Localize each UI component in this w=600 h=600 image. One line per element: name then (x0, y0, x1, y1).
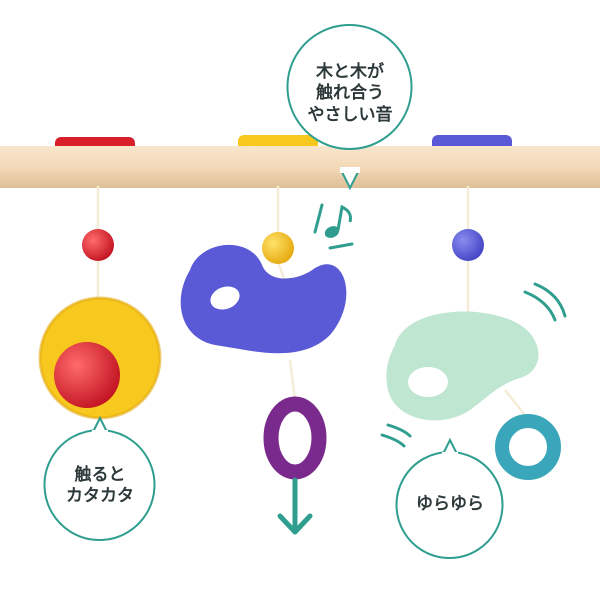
left-callout-text: 触ると カタカタ (66, 465, 134, 507)
right-callout-text: ゆらゆら (416, 494, 484, 514)
left-red-bead (82, 229, 114, 261)
right-string (466, 186, 526, 416)
left-callout-bubble (43, 429, 156, 541)
center-yellow-bead (262, 232, 294, 264)
top-callout-bubble (286, 24, 413, 150)
wooden-bar (0, 146, 600, 188)
music-note-icon (324, 204, 352, 238)
top-callout-text: 木と木が 触れ合う やさしい音 (307, 62, 393, 125)
red-ball (54, 342, 120, 408)
right-callout-bubble (395, 451, 504, 559)
purple-ring (263, 396, 327, 480)
right-blue-bead (452, 229, 484, 261)
teal-ring (495, 414, 561, 480)
down-arrow-icon (277, 477, 313, 535)
motion-lines-icon (313, 203, 567, 448)
blue-shape (180, 244, 347, 354)
